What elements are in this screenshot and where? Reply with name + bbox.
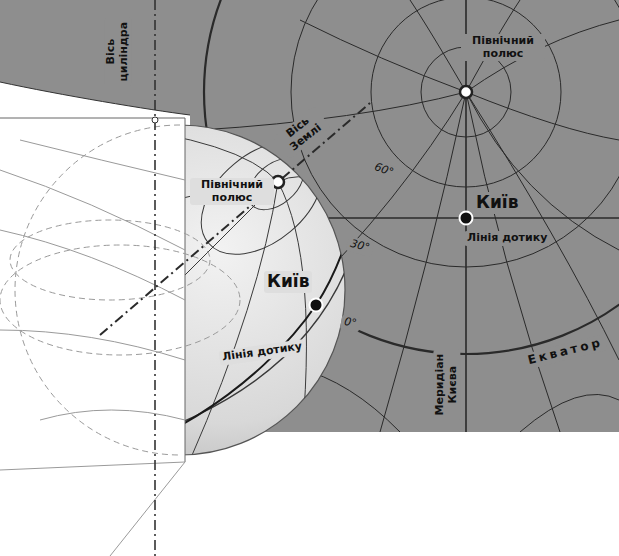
drawing-part [0, 230, 185, 300]
latitude-label: 60° [369, 159, 398, 181]
drawing-part [291, 0, 619, 267]
drawing-part [20, 140, 185, 180]
axis-label: Вісь Землі [273, 106, 331, 160]
drawing-part [520, 394, 619, 432]
drawing-part [0, 330, 185, 360]
latitude-label: 0° [340, 315, 361, 333]
drawing-part [410, 0, 466, 92]
drawing-part [466, 92, 560, 432]
drawing-part [10, 220, 210, 300]
city-point [460, 212, 473, 225]
drawing-part [185, 118, 186, 462]
city-label: Київ [473, 192, 521, 214]
city-label: Київ [264, 271, 312, 293]
line-label: Лінія дотику [218, 339, 306, 366]
drawing-part [200, 92, 466, 130]
drawing-part [180, 119, 344, 276]
cylinder-axis [154, 0, 156, 556]
pole-label: Північний полюс [190, 178, 274, 205]
drawing-part [380, 92, 466, 432]
drawing-part [466, 92, 619, 360]
axis-point [152, 117, 158, 123]
city-point [310, 299, 323, 312]
drawing-part [190, 182, 278, 460]
equator-label: Екватор [523, 334, 607, 369]
drawing-part [0, 170, 185, 250]
cylinder-edge [0, 82, 190, 115]
drawing-part [110, 462, 185, 556]
pole-label: Північний полюс [461, 34, 545, 61]
earth-axis [100, 103, 370, 335]
pole-point [460, 86, 472, 98]
drawing-part [466, 92, 619, 140]
drawing-part [0, 462, 185, 470]
drawing-part [278, 182, 306, 460]
latitude-label: 30° [346, 236, 374, 257]
drawing-part [40, 410, 185, 420]
axis-label: Вісь циліндра [104, 18, 131, 86]
line-label: Лінія дотику [464, 231, 550, 246]
meridian-label: Меридіан Києва [433, 350, 460, 420]
cut-away [0, 118, 185, 463]
drawing-part [466, 92, 619, 250]
drawing-part [278, 177, 350, 230]
drawing-part [300, 20, 466, 92]
